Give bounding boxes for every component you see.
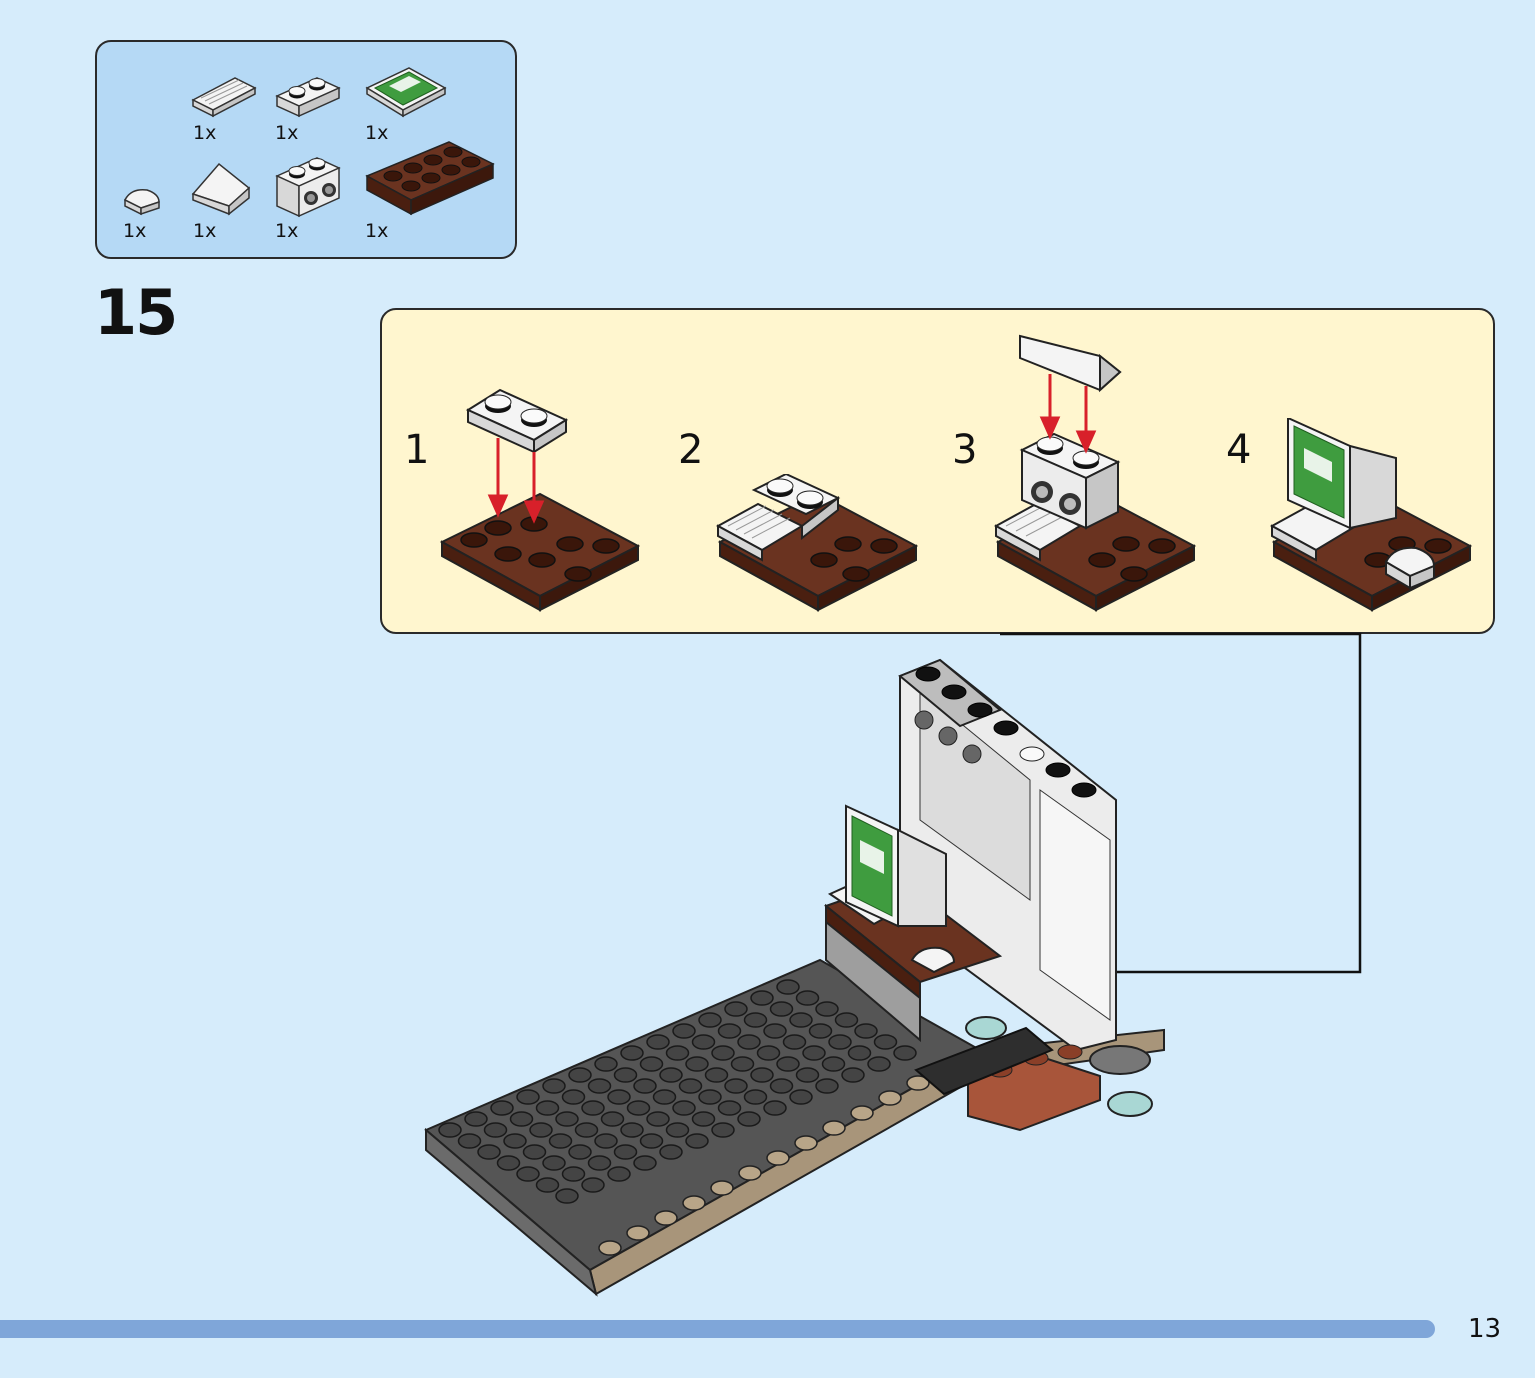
screen-tile-part	[363, 64, 449, 120]
speaker-brick-part	[273, 150, 343, 220]
quarter-round-tile-part	[121, 186, 163, 218]
white-plate-part	[273, 70, 343, 120]
part-quantity: 1x	[275, 122, 299, 144]
parts-list-panel: 1x 1x 1x 1x	[95, 40, 517, 259]
substep-number: 3	[952, 427, 978, 473]
substeps-callout-panel: 1 2 3 4	[380, 308, 1495, 634]
brown-plate-part	[363, 138, 497, 218]
part-quantity: 1x	[275, 220, 299, 242]
part-quantity: 1x	[193, 220, 217, 242]
main-assembly-illustration	[420, 630, 1180, 1314]
substep-number: 2	[678, 427, 704, 473]
part-quantity: 1x	[365, 122, 389, 144]
keyboard-tile-part	[189, 72, 259, 122]
slope-part	[189, 160, 253, 220]
page-number: 13	[1468, 1314, 1502, 1344]
substep-1-illustration	[438, 384, 642, 614]
substep-2-illustration	[715, 472, 920, 614]
part-quantity: 1x	[365, 220, 389, 242]
substep-number: 4	[1226, 427, 1252, 473]
substep-4-illustration	[1269, 416, 1474, 614]
step-number: 15	[94, 276, 178, 349]
substep-3-illustration	[993, 332, 1198, 614]
substep-number: 1	[404, 427, 430, 473]
footer-progress-bar	[0, 1320, 1435, 1338]
part-quantity: 1x	[123, 220, 147, 242]
part-quantity: 1x	[193, 122, 217, 144]
